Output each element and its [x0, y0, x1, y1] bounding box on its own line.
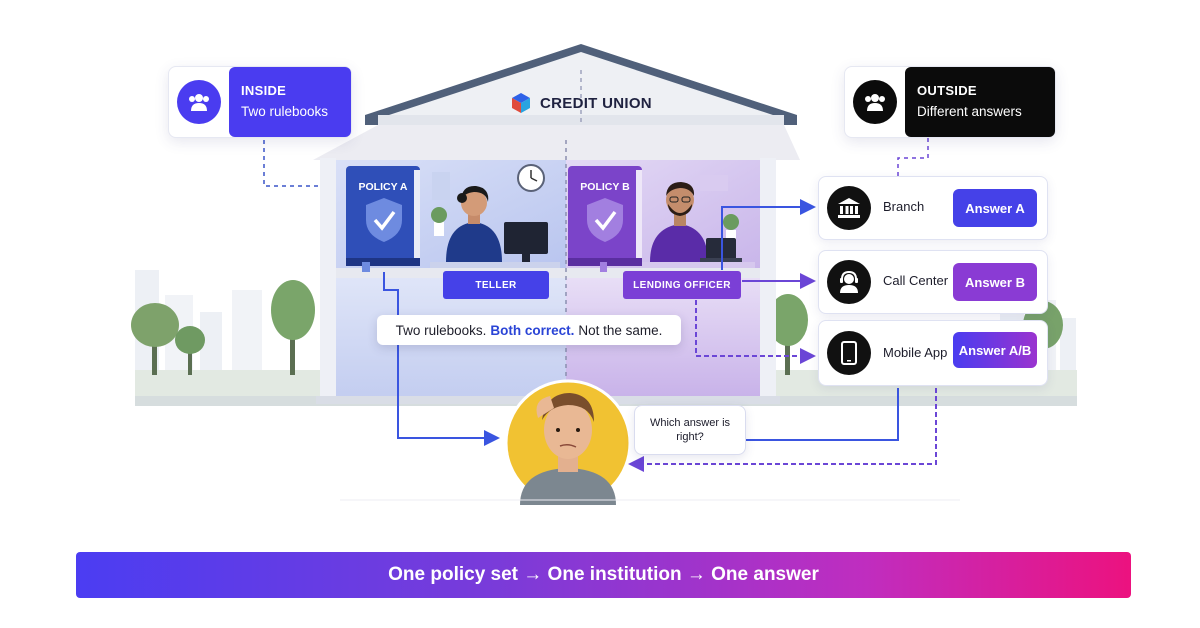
channel-name: Call Center — [883, 273, 949, 288]
summary-banner: One policy set → One institution → One a… — [76, 552, 1131, 598]
channel-mobile-app: Mobile App Answer A/B — [818, 320, 1048, 386]
headset-agent-icon — [827, 260, 871, 304]
monitor-icon — [504, 222, 548, 262]
channel-name: Mobile App — [883, 345, 948, 360]
confused-member-avatar — [504, 379, 632, 507]
answer-badge: Answer B — [953, 263, 1037, 301]
teller-tag: TELLER — [443, 271, 549, 299]
lending-officer-tag: LENDING OFFICER — [623, 271, 741, 299]
channel-name: Branch — [883, 199, 925, 214]
rulebooks-caption: Two rulebooks. Both correct. Not the sam… — [377, 315, 681, 345]
question-bubble: Which answer is right? — [634, 405, 746, 455]
wall-clock-icon — [517, 164, 545, 192]
policy-a-label: POLICY A — [358, 181, 408, 193]
smartphone-icon — [827, 331, 871, 375]
outside-title: OUTSIDE — [917, 83, 977, 98]
member-question: Which answer is right? — [649, 417, 731, 443]
channel-call-center: Call Center Answer B — [818, 250, 1048, 314]
brand-name: CREDIT UNION — [540, 94, 652, 112]
bank-icon — [827, 186, 871, 230]
inside-callout: INSIDE Two rulebooks — [168, 66, 352, 138]
policy-a-book — [346, 166, 420, 272]
policy-b-book — [568, 166, 642, 272]
caption-part-3: Not the same. — [578, 322, 663, 338]
credit-union-logo-icon — [512, 93, 530, 113]
plant-icon — [431, 207, 447, 236]
people-icon — [177, 80, 221, 124]
credit-union-brand: CREDIT UNION — [510, 92, 652, 114]
answer-badge: Answer A — [953, 189, 1037, 227]
inside-subtitle: Two rulebooks — [241, 104, 329, 119]
lending-officer-person — [650, 182, 708, 262]
outside-subtitle: Different answers — [917, 104, 1022, 119]
people-icon — [853, 80, 897, 124]
tree-left-icon — [131, 280, 315, 375]
answer-badge: Answer A/B — [953, 332, 1037, 368]
house-wall-left — [320, 158, 336, 400]
house-wall-right — [760, 158, 776, 400]
banner-text: One policy set → One institution → One a… — [388, 564, 819, 585]
caption-part-1: Two rulebooks. — [395, 322, 487, 338]
teller-person — [446, 185, 502, 262]
outside-callout: OUTSIDE Different answers — [844, 66, 1056, 138]
inside-title: INSIDE — [241, 83, 287, 98]
channel-branch: Branch Answer A — [818, 176, 1048, 240]
plant-icon — [723, 214, 739, 242]
policy-b-label: POLICY B — [580, 181, 630, 193]
caption-emphasis: Both correct. — [490, 322, 575, 338]
